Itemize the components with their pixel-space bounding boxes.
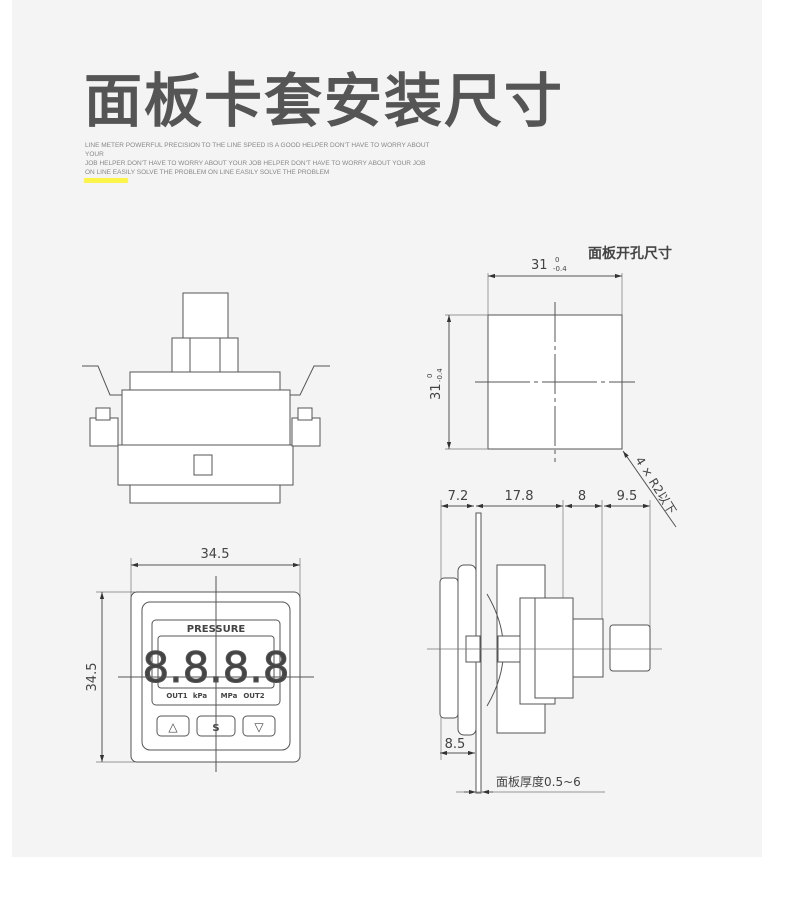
subtitle-line: JOB HELPER DON'T HAVE TO WORRY ABOUT YOU… [85,160,426,167]
indicator-out1: OUT1 [166,692,187,700]
cutout-height-tol-lower: -0.4 [436,368,444,382]
subtitle-line: LINE METER POWERFUL PRECISION TO THE LIN… [85,142,430,158]
front-width-label: 34.5 [201,547,230,562]
panel-thickness-label: 面板厚度0.5~6 [496,774,581,789]
dim-17-8: 17.8 [505,489,534,504]
cutout-width-tol-lower: -0.4 [553,265,567,273]
front-height-label: 34.5 [85,663,100,692]
dim-7-2: 7.2 [448,489,469,504]
dim-8: 8 [578,489,586,504]
up-button-label: △ [168,720,178,734]
up-button: △ [156,715,190,737]
cutout-drawing: 面板开孔尺寸 31 0 -0.4 31 0 -0.4 4 × R2以下 [426,245,679,528]
cutout-width-tol-upper: 0 [555,256,559,264]
cutout-width-nominal: 31 [531,258,548,273]
indicator-kpa: kPa [193,692,208,700]
dim-9-5: 9.5 [617,489,638,504]
side-view-drawing: 7.2 17.8 8 9.5 8.5 面板厚度0.5~6 [427,489,662,795]
subtitle-text: LINE METER POWERFUL PRECISION TO THE LIN… [85,141,445,177]
cutout-height-nominal: 31 [429,383,444,400]
dim-8-5: 8.5 [445,737,466,752]
page-title: 面板卡套安装尺寸 [84,67,565,135]
down-button-label: ▽ [254,720,264,734]
down-button: ▽ [242,715,276,737]
subtitle-line: ON LINE EASILY SOLVE THE PROBLEM ON LINE… [85,169,330,176]
top-view-drawing [82,292,330,504]
cutout-title: 面板开孔尺寸 [588,245,672,262]
cutout-height-tol-upper: 0 [426,374,434,378]
corner-radius-note: 4 × R2以下 [632,454,678,517]
indicator-mpa: MPa [221,692,238,700]
accent-bar [84,178,128,183]
indicator-out2: OUT2 [243,692,264,700]
front-view-drawing: 34.5 34.5 PRESSURE 8.8.8.8 OUT1 kPa MPa … [85,547,314,772]
